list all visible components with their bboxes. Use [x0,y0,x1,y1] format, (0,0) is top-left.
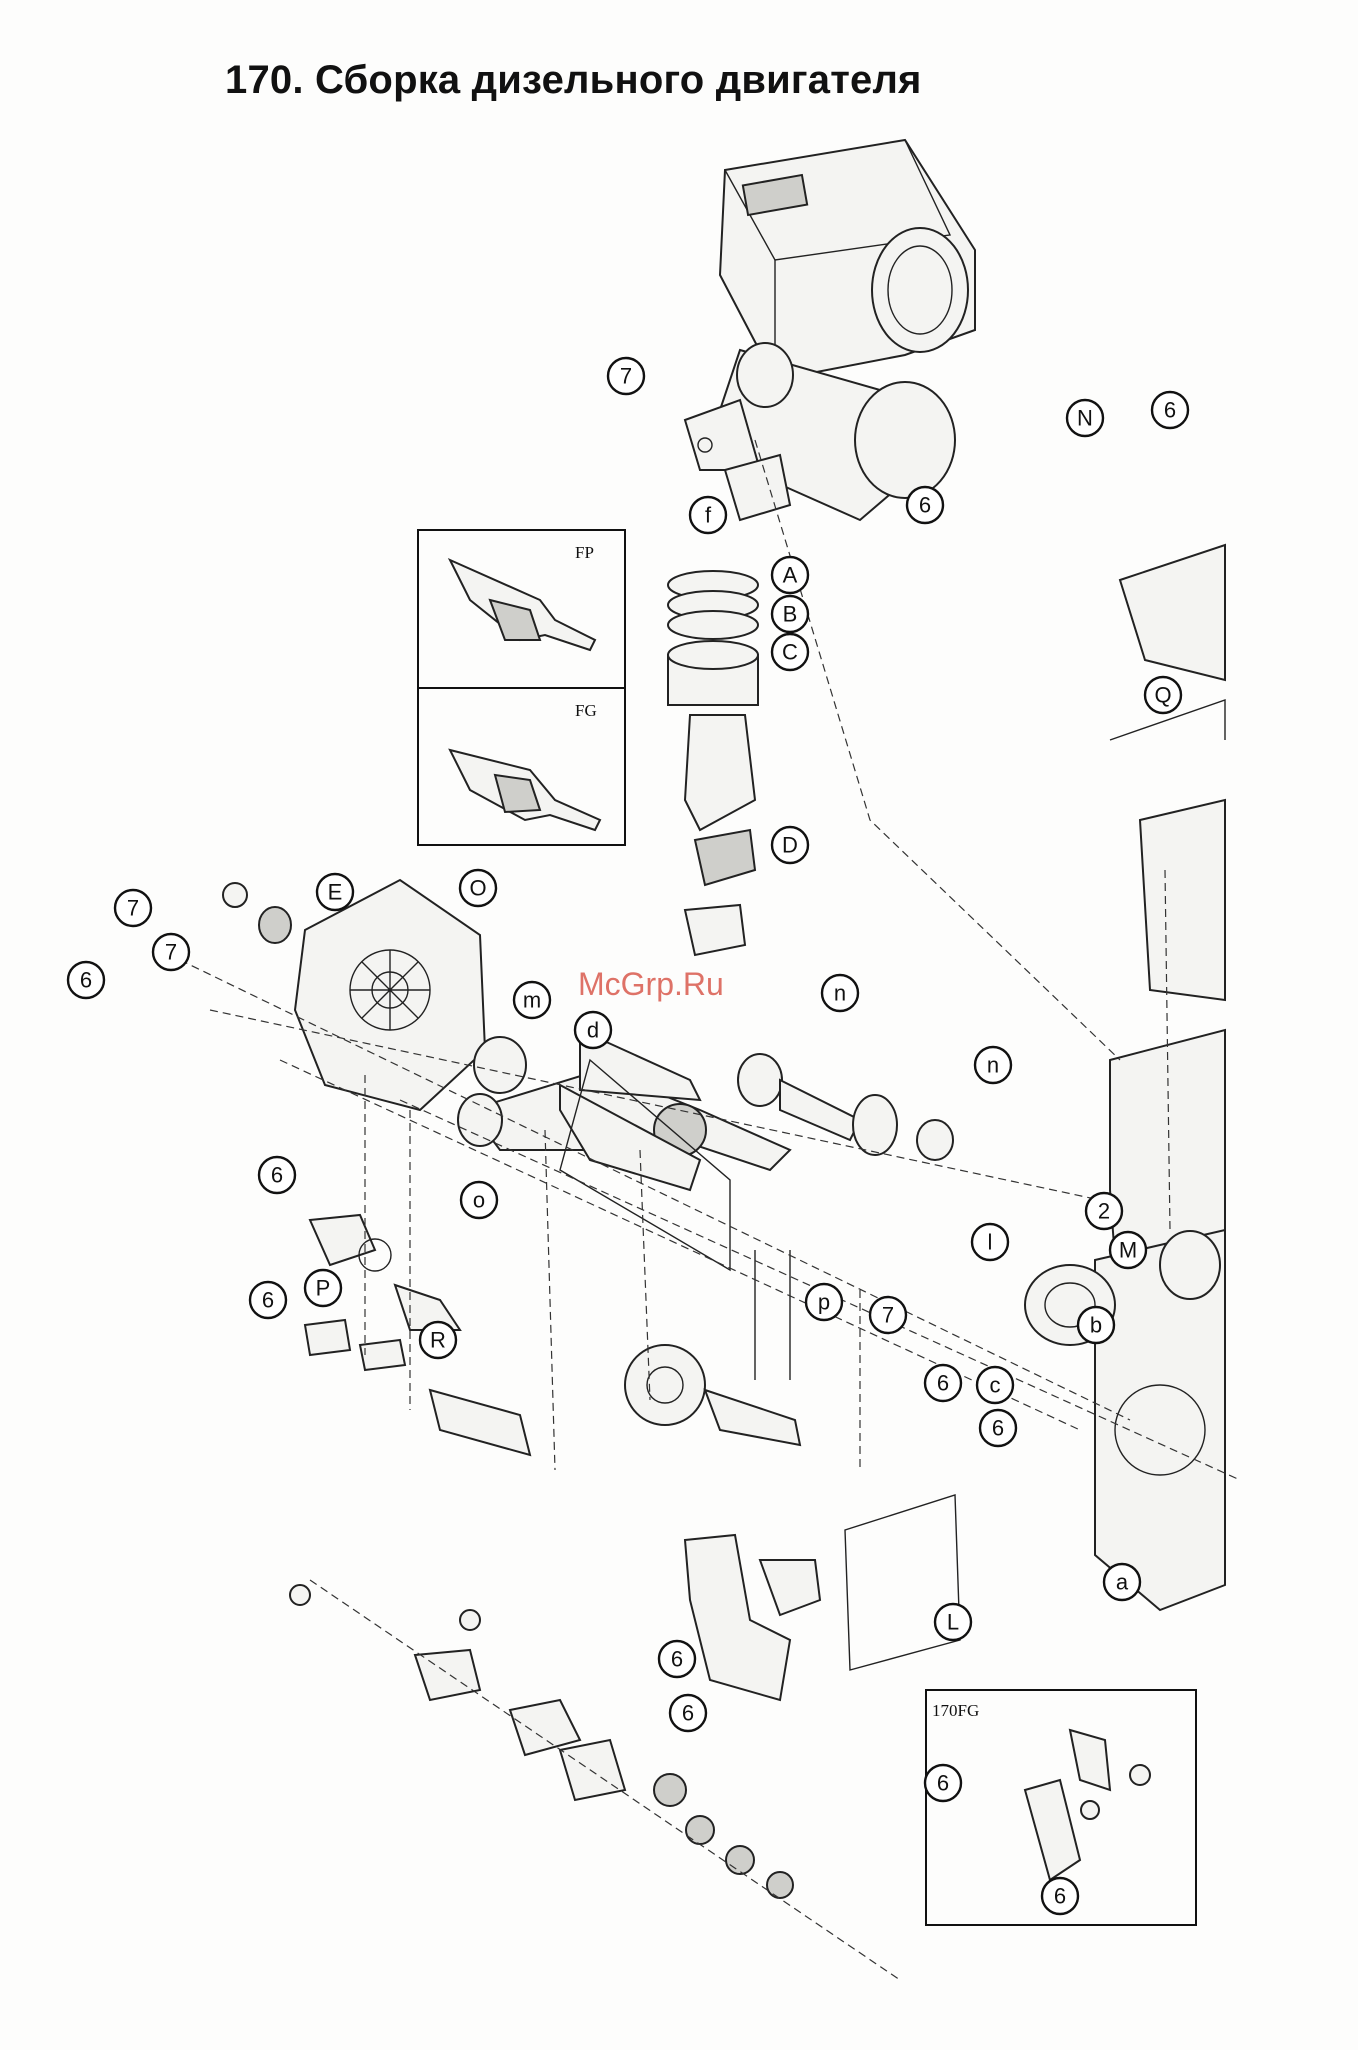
svg-text:6: 6 [919,493,931,518]
callout-7: 7 [153,934,189,970]
svg-text:6: 6 [937,1371,949,1396]
svg-text:m: m [523,988,541,1013]
callout-b: b [1078,1307,1114,1343]
crankcase-cover [223,880,485,1110]
callout-6: 6 [925,1365,961,1401]
svg-text:6: 6 [1054,1884,1066,1909]
inset-170fg-label: 170FG [932,1701,979,1720]
svg-text:L: L [947,1610,959,1635]
svg-text:P: P [316,1276,331,1301]
callout-6: 6 [980,1410,1016,1446]
callout-m: m [514,982,550,1018]
svg-text:l: l [988,1230,993,1255]
svg-text:2: 2 [1098,1199,1110,1224]
svg-text:D: D [782,833,798,858]
camshaft-gear [625,1250,800,1445]
callout-6: 6 [670,1695,706,1731]
callout-f: f [690,497,726,533]
svg-text:C: C [782,640,798,665]
svg-text:d: d [587,1018,599,1043]
svg-text:6: 6 [80,968,92,993]
callout-6: 6 [659,1641,695,1677]
callout-n: n [822,975,858,1011]
callout-N: N [1067,400,1103,436]
svg-text:N: N [1077,406,1093,431]
svg-text:Q: Q [1154,683,1171,708]
svg-text:R: R [430,1328,446,1353]
svg-text:n: n [834,981,846,1006]
callout-7: 7 [115,890,151,926]
callout-C: C [772,634,808,670]
svg-text:f: f [705,503,712,528]
callout-7: 7 [870,1297,906,1333]
callout-n: n [975,1047,1011,1083]
svg-text:7: 7 [620,364,632,389]
callout-2: 2 [1086,1193,1122,1229]
watermark: McGrp.Ru [578,966,724,1003]
inset-fg-label: FG [575,701,597,720]
callout-7: 7 [608,358,644,394]
piston-assembly [668,571,758,955]
callout-A: A [772,557,808,593]
svg-text:E: E [328,880,343,905]
callout-6: 6 [1152,392,1188,428]
callout-6: 6 [1042,1878,1078,1914]
callout-E: E [317,874,353,910]
callout-6: 6 [907,487,943,523]
callout-p: p [806,1284,842,1320]
svg-text:M: M [1119,1238,1137,1263]
svg-text:n: n [987,1053,999,1078]
svg-text:c: c [990,1373,1001,1398]
svg-text:p: p [818,1290,830,1315]
svg-text:b: b [1090,1313,1102,1338]
callout-6: 6 [68,962,104,998]
callout-l: l [972,1224,1008,1260]
svg-text:7: 7 [127,896,139,921]
callout-O: O [460,870,496,906]
svg-text:6: 6 [262,1288,274,1313]
callout-d: d [575,1012,611,1048]
svg-text:6: 6 [271,1163,283,1188]
callout-6: 6 [259,1157,295,1193]
svg-text:B: B [783,602,798,627]
inset-fp-label: FP [575,543,594,562]
svg-text:6: 6 [682,1701,694,1726]
cylinder-head [1110,545,1225,1000]
callout-D: D [772,827,808,863]
governor-bracket [685,1495,960,1700]
svg-text:6: 6 [671,1647,683,1672]
callout-c: c [977,1367,1013,1403]
callout-B: B [772,596,808,632]
svg-text:7: 7 [882,1303,894,1328]
svg-text:6: 6 [992,1416,1004,1441]
svg-text:a: a [1116,1570,1129,1595]
svg-text:6: 6 [1164,398,1176,423]
inset-fp-fg: FP FG [418,530,625,845]
svg-text:6: 6 [937,1771,949,1796]
svg-text:A: A [783,563,798,588]
callout-P: P [305,1270,341,1306]
svg-text:o: o [473,1188,485,1213]
svg-text:7: 7 [165,940,177,965]
cylinder-block [1025,1030,1225,1610]
callout-o: o [461,1182,497,1218]
crankshaft-and-gears [458,1030,953,1270]
callout-R: R [420,1322,456,1358]
oil-pump-and-filter [305,1215,530,1455]
callout-Q: Q [1145,677,1181,713]
callout-6: 6 [925,1765,961,1801]
callout-M: M [1110,1232,1146,1268]
callout-a: a [1104,1564,1140,1600]
callout-6: 6 [250,1282,286,1318]
callout-L: L [935,1604,971,1640]
svg-text:O: O [469,876,486,901]
